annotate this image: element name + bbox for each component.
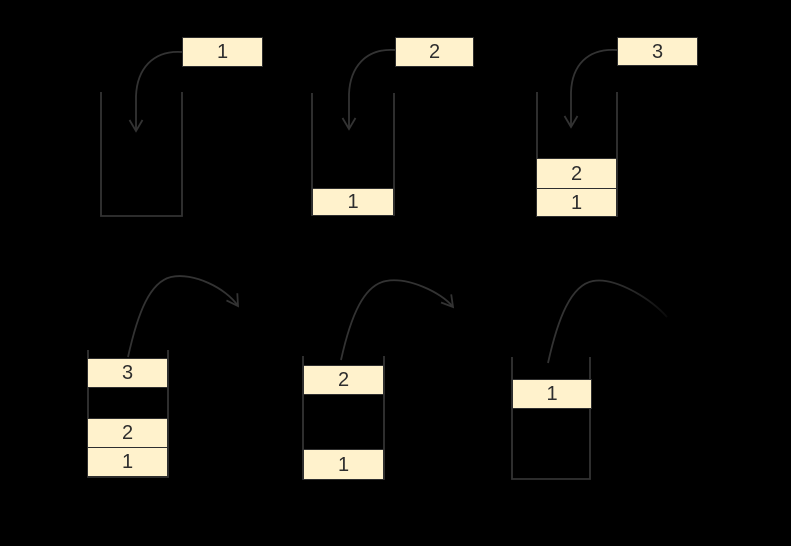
push-arrow-2 <box>341 49 396 131</box>
stack-item-label: 2 <box>121 422 134 444</box>
stack-item-label: 1 <box>121 451 134 473</box>
stack-item-label: 1 <box>570 191 583 214</box>
pushed-value-label: 3 <box>651 40 664 63</box>
stack-item-box: 1 <box>87 447 168 477</box>
popping-value-label: 1 <box>546 383 558 405</box>
pushed-value-label: 2 <box>428 41 441 63</box>
stack-item-box: 1 <box>312 188 394 216</box>
stack-item-box: 2 <box>536 158 617 189</box>
pushed-value-box: 3 <box>617 37 698 66</box>
pushed-value-label: 1 <box>216 41 229 63</box>
popping-value-box: 1 <box>512 379 592 409</box>
stack-item-label: 1 <box>347 191 359 213</box>
stack-item-label: 1 <box>337 453 350 476</box>
push-arrow-1 <box>128 51 183 133</box>
pushed-value-box: 2 <box>395 37 474 67</box>
stack-item-box: 2 <box>87 418 168 448</box>
popping-value-box: 3 <box>87 358 168 388</box>
stack-item-box: 1 <box>303 449 384 480</box>
popping-value-label: 3 <box>121 362 134 384</box>
stack-item-label: 2 <box>570 162 583 185</box>
pop-arrow-2 <box>340 279 455 361</box>
pop-arrow-3 <box>547 279 668 364</box>
popping-value-label: 2 <box>337 369 350 391</box>
popping-value-box: 2 <box>303 365 384 395</box>
stack-container-pop-3 <box>511 357 591 480</box>
stack-item-box: 1 <box>536 188 617 217</box>
push-arrow-3 <box>563 49 618 129</box>
pop-arrow-1 <box>127 275 239 358</box>
stack-container-pop-1 <box>87 350 169 478</box>
stack-container-push-1 <box>100 92 183 217</box>
pushed-value-box: 1 <box>182 37 263 67</box>
